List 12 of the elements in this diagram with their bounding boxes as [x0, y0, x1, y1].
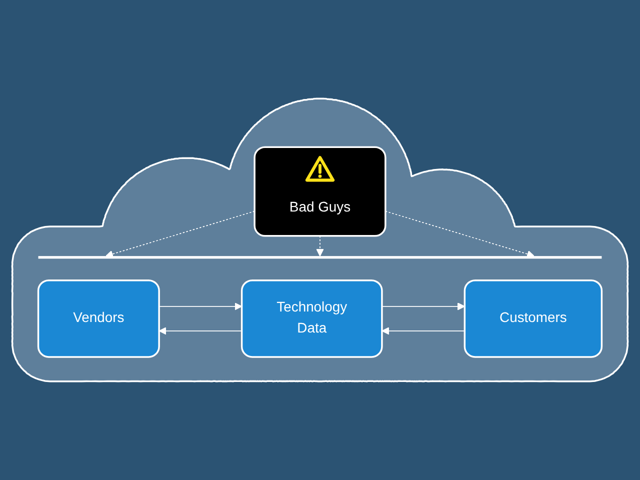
arrow	[106, 210, 255, 258]
node-box: Technology Data	[240, 279, 383, 358]
node-box: Customers	[464, 279, 603, 358]
arrow	[316, 235, 324, 256]
arrow	[158, 327, 242, 335]
arrow	[382, 327, 466, 335]
arrow	[382, 302, 466, 310]
arrow	[384, 210, 534, 258]
node-bar	[38, 256, 602, 259]
node-box: Bad Guys	[254, 146, 386, 237]
node-box: Vendors	[37, 279, 160, 358]
arrow	[158, 302, 242, 310]
